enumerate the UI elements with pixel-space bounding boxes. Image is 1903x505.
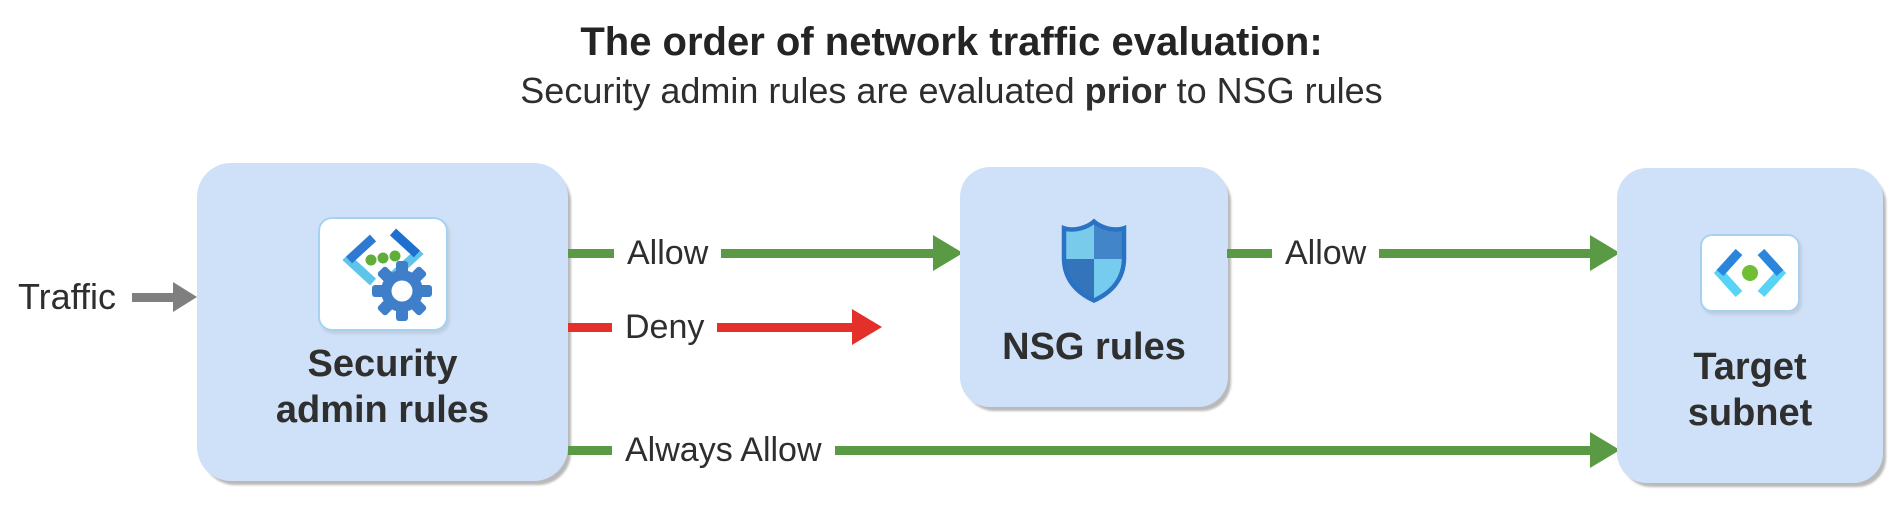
node-nsg-rules: NSG rules — [960, 167, 1228, 407]
allow-label: Allow — [1285, 233, 1367, 272]
network-manager-code-gear-icon — [341, 228, 432, 321]
arrow-stub — [568, 445, 612, 455]
code-dot — [389, 250, 400, 262]
arrow-line — [717, 322, 852, 332]
arrow-line — [834, 445, 1590, 455]
edge-always-allow: Always Allow — [568, 430, 1620, 470]
subnet-icon-card — [1700, 234, 1800, 312]
gear — [371, 261, 432, 321]
arrow-line — [1379, 248, 1590, 258]
edge-allow-to-nsg: Allow — [568, 233, 963, 273]
node-target-subnet: Target subnet — [1617, 168, 1883, 483]
shield-icon-wrap — [1058, 217, 1130, 305]
shield-border — [1061, 218, 1127, 303]
traffic-label: Traffic — [18, 276, 117, 317]
arrow-line — [721, 248, 933, 258]
nsg-rules-label: NSG rules — [1002, 326, 1186, 368]
arrow-head — [852, 309, 882, 345]
arrow-stub — [568, 248, 614, 258]
target-subnet-label: Target subnet — [1687, 346, 1813, 434]
allow-label: Allow — [627, 233, 709, 272]
subtitle-prefix: Security admin rules are evaluated — [520, 70, 1085, 111]
arrow-line — [132, 292, 173, 302]
subtitle-emphasis: prior — [1084, 70, 1167, 111]
always-allow-label: Always Allow — [625, 430, 822, 469]
traffic-entry-arrow: Traffic — [18, 276, 197, 317]
subtitle-suffix: to NSG rules — [1166, 70, 1383, 111]
subnet-dot — [1742, 265, 1758, 281]
arrow-stub — [1227, 248, 1272, 258]
code-dot — [365, 254, 376, 266]
subnet-code-icon — [1713, 248, 1787, 298]
arrow-head — [173, 282, 197, 312]
code-dot — [377, 252, 388, 264]
arrow-head — [1590, 432, 1620, 468]
arrow-head — [1590, 235, 1620, 271]
arrow-head — [933, 235, 963, 271]
page-title: The order of network traffic evaluation: — [580, 20, 1323, 64]
security-admin-rules-label: Security admin rules — [275, 343, 490, 431]
network-manager-icon-card — [317, 217, 448, 331]
page-subtitle: Security admin rules are evaluated prior… — [0, 70, 1903, 112]
shield-icon — [1061, 218, 1127, 303]
node-security-admin-rules: Security admin rules — [197, 163, 568, 481]
arrow-stub — [568, 322, 612, 332]
deny-label: Deny — [625, 307, 705, 346]
edge-deny: Deny — [568, 307, 882, 347]
edge-allow-to-target: Allow — [1227, 233, 1620, 273]
